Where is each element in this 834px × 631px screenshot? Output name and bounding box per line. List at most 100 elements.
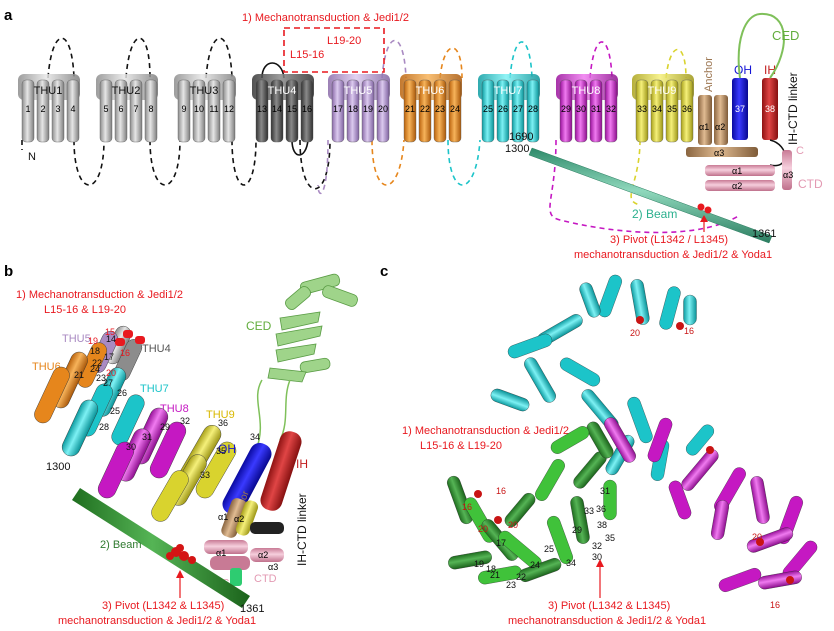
b-helix-number: 32: [180, 416, 190, 426]
b-helix-cylinder: [195, 441, 237, 499]
b-beam-helix: [72, 488, 250, 608]
b-helix-number: 30: [126, 442, 136, 452]
tm-helix-number: 36: [682, 104, 692, 114]
res-1361-label: 1361: [752, 228, 776, 240]
tm-helix-number: 11: [209, 104, 218, 114]
b-ctd-label: CTD: [254, 573, 277, 585]
c-helix-cylinder: [746, 527, 794, 553]
tm-helix: [331, 79, 345, 143]
tm-helix-number: 18: [348, 104, 358, 114]
tm-helix-number: 9: [181, 104, 186, 114]
thu-label: THU9: [648, 85, 677, 97]
tm-helix: [99, 79, 113, 143]
b-highlight-loop: [123, 330, 133, 338]
tm-helix: [144, 79, 158, 143]
tm-helix-number: 25: [483, 104, 493, 114]
tm-helix-number: 1: [25, 104, 30, 114]
c-helix-cylinder: [630, 279, 650, 325]
thu-colored-loops: [299, 40, 741, 234]
tm-helix: [66, 79, 80, 143]
thu-label: THU1: [34, 85, 63, 97]
c-helix-number: 16: [462, 502, 472, 512]
c-helix-cylinder: [604, 417, 636, 463]
tm-helix-number: 12: [224, 104, 234, 114]
tm-helix: [574, 79, 588, 143]
b-mech-line1: 1) Mechanotransduction & Jedi1/2: [16, 289, 183, 301]
b-helix-number: 35: [216, 446, 226, 456]
b-helix-number: 24: [90, 364, 100, 374]
thu-label: THU3: [190, 85, 219, 97]
tm-helix: [36, 79, 50, 143]
beam-helix: [528, 147, 773, 244]
b-helix-cylinder: [151, 470, 189, 522]
tm-helix: [418, 79, 432, 143]
c-helix-cylinder: [547, 515, 573, 565]
c-helix-number: 34: [566, 558, 576, 568]
b-thu9-label: THU9: [206, 409, 235, 421]
tm-helix: [433, 79, 447, 143]
pivot-marker-2: [704, 206, 712, 214]
anchor-alpha3-helix: [686, 147, 758, 157]
c-helix-cylinder: [507, 333, 553, 359]
ctd-alpha1-label: α1: [732, 166, 742, 176]
tm-helix: [255, 79, 269, 143]
b-thu4-label: THU4: [142, 343, 171, 355]
oh-number: 37: [735, 104, 745, 114]
beam-group: 1300 1690 1361 2) Beam: [505, 131, 776, 244]
c-helix-cylinder: [586, 421, 614, 459]
c-helix-cylinder: [668, 480, 692, 520]
b-ced-label: CED: [246, 319, 272, 333]
tm-helix: [129, 79, 143, 143]
b-mech-line2: L15-16 & L19-20: [44, 304, 126, 316]
c-helix-cylinder: [535, 459, 565, 501]
pivot-arrowhead: [700, 215, 708, 222]
b-ctd-domain: α1 α2 α3 C CTD: [204, 540, 284, 589]
tm-helix: [21, 79, 35, 143]
ctd-alpha3-helix: [782, 150, 792, 190]
pivot-marker-1: [697, 203, 705, 211]
c-helix-number: 18: [486, 564, 496, 574]
anchor-group: α1 α2 α3 Anchor: [686, 57, 758, 158]
c-helix-cylinder: [758, 570, 802, 590]
b-helix-number: 31: [142, 432, 152, 442]
c-helix-cylinder: [683, 294, 697, 326]
b-helix-number: 25: [110, 406, 120, 416]
ctd-label: CTD: [798, 177, 823, 191]
c-helix-cylinder: [750, 476, 770, 524]
tm-helix: [526, 79, 540, 143]
ctd-alpha1-helix: [705, 165, 775, 176]
c-highlight-loop: [636, 316, 644, 324]
c-helix-number: 38: [597, 520, 607, 530]
b-oh-label: OH: [218, 442, 236, 456]
c-helix-number: 32: [592, 541, 602, 551]
tm-helix: [496, 79, 510, 143]
c-highlight-loop: [474, 490, 482, 498]
b-thu5-label: THU5: [62, 333, 91, 345]
tm-helix: [222, 79, 236, 143]
ced-loop: [737, 12, 785, 79]
tm-helix-number: 24: [450, 104, 460, 114]
a-pivot-line1: 3) Pivot (L1342 / L1345): [610, 234, 728, 246]
thu-label: THU7: [494, 85, 523, 97]
b-ctd-alpha1: α1: [216, 548, 226, 558]
c-helix-cylinder: [659, 286, 681, 330]
c-mech-line1: 1) Mechanotransduction & Jedi1/2: [402, 425, 569, 437]
b-anchor-alpha2: [235, 500, 259, 536]
tm-helix-number: 5: [103, 104, 108, 114]
c-pivot-line2: mechanotransduction & Jedi1/2 & Yoda1: [508, 615, 706, 627]
tm-helix-number: 3: [55, 104, 60, 114]
c-helix-number: 16: [496, 486, 506, 496]
tm-helix-number: 35: [667, 104, 677, 114]
tm-helix: [192, 79, 206, 143]
b-linker-helix: [250, 522, 284, 534]
b-ced-domain: [267, 273, 358, 383]
tm-helix-number: 23: [435, 104, 445, 114]
b-helix-number: 17: [104, 352, 114, 362]
c-helix-number: 36: [596, 504, 606, 514]
c-helix-number: 24: [530, 560, 540, 570]
c-helix-cylinder: [570, 496, 590, 544]
b-pivot-arrowhead: [176, 570, 184, 578]
panel-b-helices: [34, 325, 237, 522]
